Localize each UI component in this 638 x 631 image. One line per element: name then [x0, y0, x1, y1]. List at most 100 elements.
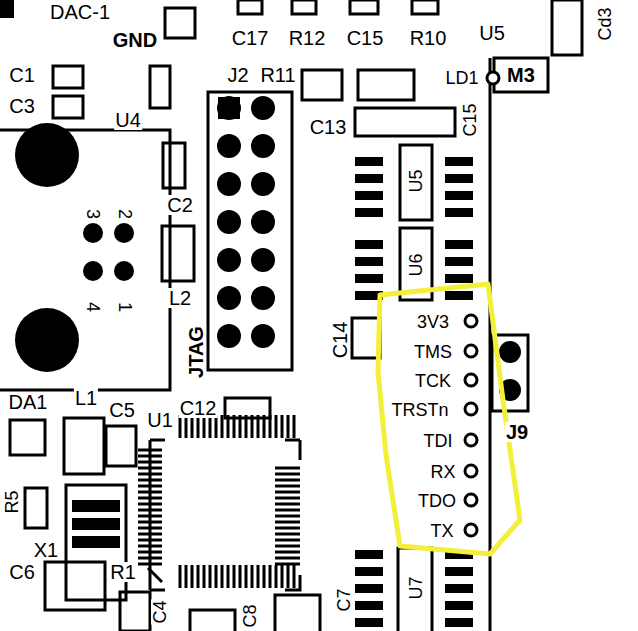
crystal-stripe — [72, 518, 120, 530]
ic-pin — [203, 415, 206, 438]
pad — [275, 595, 320, 631]
ic-pin — [203, 565, 206, 588]
silkscreen-label: R1 — [109, 562, 137, 582]
test-point — [465, 374, 477, 386]
pad — [64, 418, 104, 474]
pin1-mark — [148, 568, 162, 582]
silkscreen-label: TDO — [417, 492, 457, 510]
test-point — [487, 72, 499, 84]
ic-pin — [185, 565, 188, 588]
ic-pin — [275, 467, 300, 470]
pin-pad — [217, 172, 241, 196]
pad — [350, 0, 378, 14]
pin-pad — [251, 248, 275, 272]
ic-pin — [245, 565, 248, 588]
silkscreen-label: TMS — [413, 343, 453, 361]
silkscreen-label: C17 — [231, 28, 270, 48]
crystal-stripe — [72, 536, 120, 548]
pad — [162, 226, 194, 281]
ic-pin — [293, 565, 296, 588]
pad — [150, 66, 170, 108]
ic-pin — [269, 565, 272, 588]
ic-pin — [251, 565, 254, 588]
ic-pad — [355, 174, 383, 183]
ic-pin — [275, 521, 300, 524]
silkscreen-label: R11 — [259, 65, 296, 85]
ic-pin — [138, 449, 162, 452]
ic-pin — [281, 565, 284, 588]
silkscreen-label: C5 — [108, 400, 136, 420]
ic-pad — [355, 550, 383, 559]
pin-pad — [251, 286, 275, 310]
ic-pin — [275, 415, 278, 438]
pad — [412, 0, 438, 14]
ic-pad — [445, 157, 473, 166]
silkscreen-label: C2 — [166, 195, 194, 215]
ic-pad — [355, 601, 383, 610]
silkscreen-label: C4 — [151, 599, 169, 624]
ic-pin — [287, 565, 290, 588]
silkscreen-label: 1 — [116, 301, 134, 313]
ic-pin — [221, 565, 224, 588]
ic-pad — [355, 584, 383, 593]
pad — [163, 143, 185, 188]
ic-pin — [275, 497, 300, 500]
ic-pin — [275, 551, 300, 554]
pin-pad — [251, 96, 275, 120]
ic-pin — [138, 539, 162, 542]
silkscreen-label: R10 — [409, 28, 448, 48]
pad — [45, 562, 105, 610]
ic-pin — [138, 527, 162, 530]
mounting-hole — [15, 308, 79, 372]
test-point — [465, 345, 477, 357]
pin-pad — [114, 261, 134, 281]
ic-pin — [257, 415, 260, 438]
pin-pad — [114, 223, 134, 243]
crystal-stripe — [72, 500, 120, 512]
ic-pin — [275, 563, 300, 566]
pad — [165, 8, 195, 38]
ic-pin — [269, 415, 272, 438]
pad — [190, 610, 235, 631]
silkscreen-label: L2 — [168, 288, 192, 308]
ic-pin — [138, 485, 162, 488]
pad — [552, 0, 582, 55]
ic-pin — [138, 521, 162, 524]
ic-pin — [209, 415, 212, 438]
ic-pad — [445, 584, 473, 593]
ic-pin — [275, 515, 300, 518]
pad — [25, 488, 47, 528]
ic-pin — [275, 539, 300, 542]
pin-pad — [251, 210, 275, 234]
ic-pad — [355, 240, 383, 249]
ic-pad — [355, 257, 383, 266]
crystal-outline — [66, 485, 126, 600]
ic-pad — [445, 257, 473, 266]
ic-pin — [209, 565, 212, 588]
silkscreen-label: LD1 — [444, 69, 479, 87]
pin-pad — [217, 324, 241, 348]
ic-pin — [275, 473, 300, 476]
ic-pin — [138, 455, 162, 458]
ic-pin — [138, 479, 162, 482]
ic-pin — [179, 565, 182, 588]
silkscreen-label: U1 — [146, 410, 174, 430]
pad — [355, 108, 455, 136]
silkscreen-label: C8 — [241, 603, 259, 628]
ic-pin — [233, 565, 236, 588]
silkscreen-label: GND — [112, 30, 158, 50]
ic-body — [400, 145, 432, 220]
ic-pad — [445, 567, 473, 576]
ic-pin — [251, 415, 254, 438]
ic-pin — [138, 509, 162, 512]
ic-pin — [221, 415, 224, 438]
ic-pin — [257, 565, 260, 588]
ic-pin — [287, 415, 290, 438]
silkscreen-label: 4 — [84, 301, 102, 313]
ic-pad — [355, 191, 383, 200]
silkscreen-label: JTAG — [186, 325, 206, 379]
ic-pad — [445, 618, 473, 627]
pin-pad — [251, 172, 275, 196]
highlight-outline — [378, 284, 520, 554]
